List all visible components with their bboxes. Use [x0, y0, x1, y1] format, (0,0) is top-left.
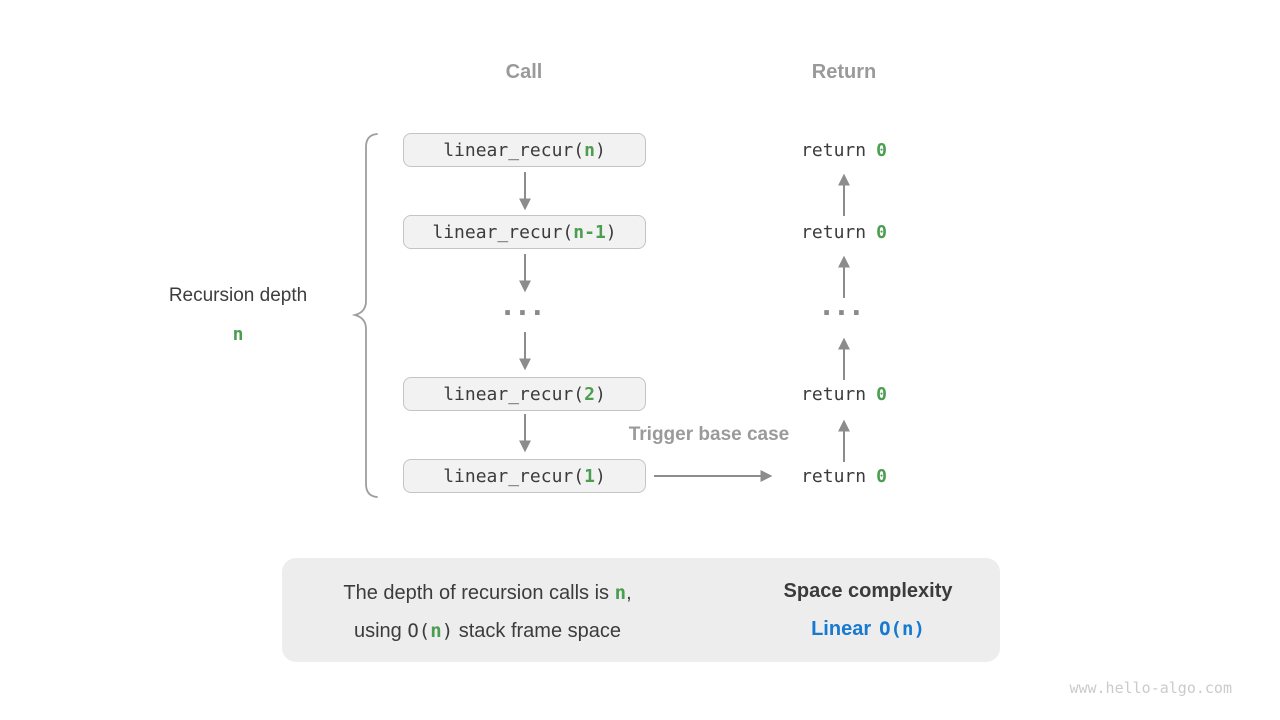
return-column-header: Return: [811, 61, 877, 83]
summary-line1-suffix: ,: [626, 582, 632, 604]
return-statement-2: return 0: [779, 219, 909, 245]
return-value: 0: [876, 221, 887, 243]
recursion-depth-label: Recursion depth: [168, 285, 308, 306]
complexity-label: Linear: [811, 618, 872, 640]
code-text: linear_recur(: [443, 139, 585, 161]
code-text: return: [801, 465, 867, 487]
code-text: ): [594, 465, 606, 487]
summary-line2-text: using: [353, 620, 408, 642]
code-text: return: [801, 383, 867, 405]
code-text: ): [605, 221, 617, 243]
code-arg: 1: [584, 465, 595, 487]
return-statement-4: return 0: [779, 463, 909, 489]
call-column-header: Call: [505, 61, 543, 83]
watermark: www.hello-algo.com: [1069, 679, 1232, 697]
code-text: ): [594, 139, 606, 161]
return-value: 0: [876, 383, 887, 405]
call-box-2: linear_recur(2): [403, 377, 646, 411]
complexity-code-open: O(: [879, 618, 902, 640]
call-box-n-1: linear_recur(n-1): [403, 215, 646, 249]
summary-text: The depth of recursion calls is n, using…: [295, 574, 680, 650]
return-ellipsis: ...: [821, 292, 867, 322]
summary-panel: [282, 558, 1000, 662]
trigger-base-case-label: Trigger base case: [628, 424, 790, 445]
call-ellipsis: ...: [502, 292, 548, 322]
code-text: linear_recur(: [432, 221, 574, 243]
complexity-code-close: ): [913, 618, 925, 640]
code-text: return: [801, 139, 867, 161]
summary-line2-suffix: stack frame space: [453, 620, 621, 642]
code-text: return: [801, 221, 867, 243]
code-arg: n-1: [573, 221, 606, 243]
return-value: 0: [876, 139, 887, 161]
code-arg: n: [584, 139, 595, 161]
recursion-depth-brace: [351, 133, 378, 498]
summary-line-2: using O(n) stack frame space: [295, 612, 680, 650]
code-text: linear_recur(: [443, 465, 585, 487]
summary-line1-var: n: [614, 582, 627, 604]
call-box-n: linear_recur(n): [403, 133, 646, 167]
space-complexity-heading: Space complexity: [783, 580, 953, 602]
recursion-depth-var: n: [232, 324, 244, 345]
summary-line1-text: The depth of recursion calls is: [343, 582, 615, 604]
call-box-1: linear_recur(1): [403, 459, 646, 493]
code-arg: 2: [584, 383, 595, 405]
complexity-var: n: [902, 618, 914, 640]
space-complexity-result: Linear O(n): [746, 618, 990, 641]
summary-line2-code-close: ): [441, 620, 454, 642]
summary-line2-var: n: [430, 620, 442, 642]
return-statement-1: return 0: [779, 137, 909, 163]
summary-line-1: The depth of recursion calls is n,: [295, 574, 680, 612]
return-value: 0: [876, 465, 887, 487]
summary-line2-code-open: O(: [407, 620, 431, 642]
code-text: ): [594, 383, 606, 405]
code-text: linear_recur(: [443, 383, 585, 405]
return-statement-3: return 0: [779, 381, 909, 407]
